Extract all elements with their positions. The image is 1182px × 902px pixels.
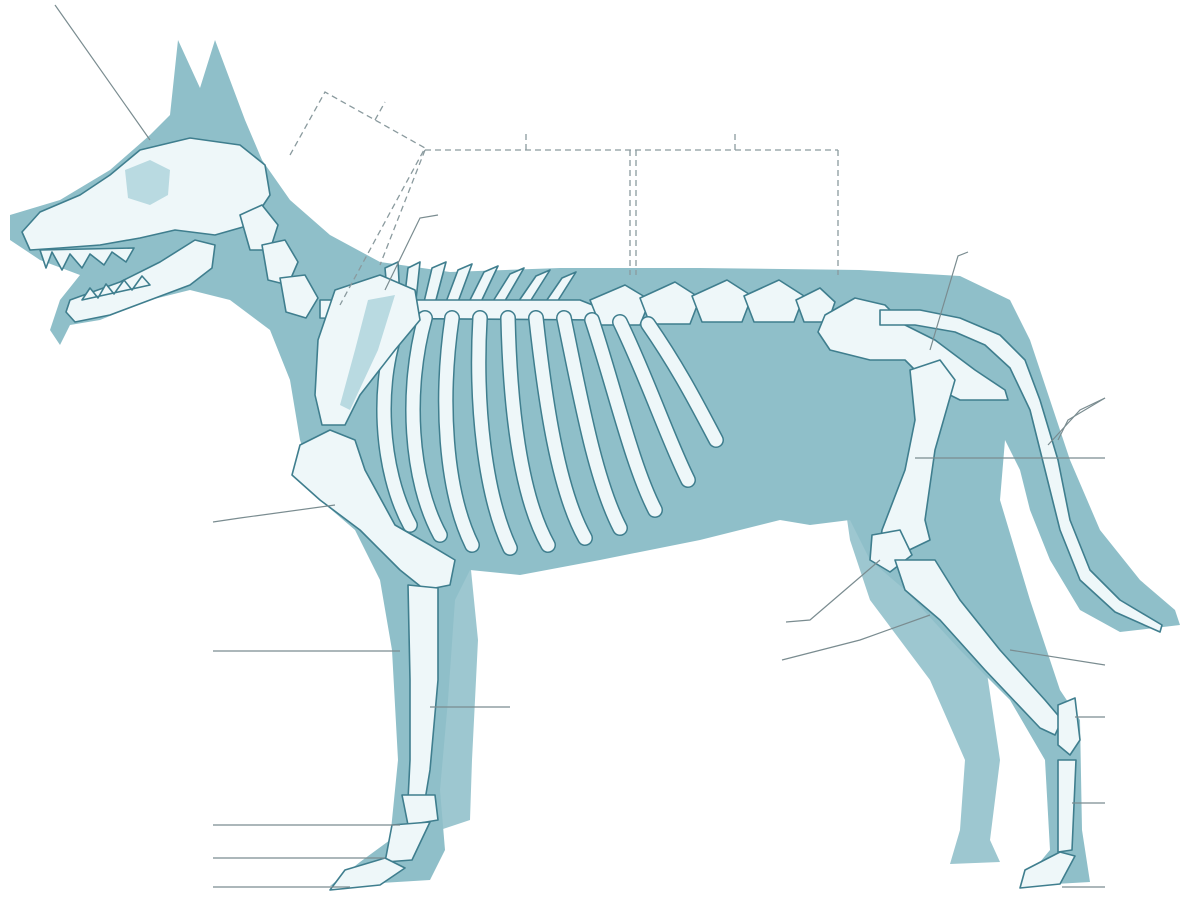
bracket-thoracic-start (380, 150, 425, 265)
carpals (402, 795, 438, 825)
leader-tail-b (1058, 398, 1105, 440)
front-phalanges (330, 858, 405, 890)
hind-metatarsals (1058, 760, 1076, 852)
bracket-cervical-tick (375, 102, 385, 120)
leader-skull (55, 5, 150, 140)
leader-humerus (213, 505, 335, 522)
